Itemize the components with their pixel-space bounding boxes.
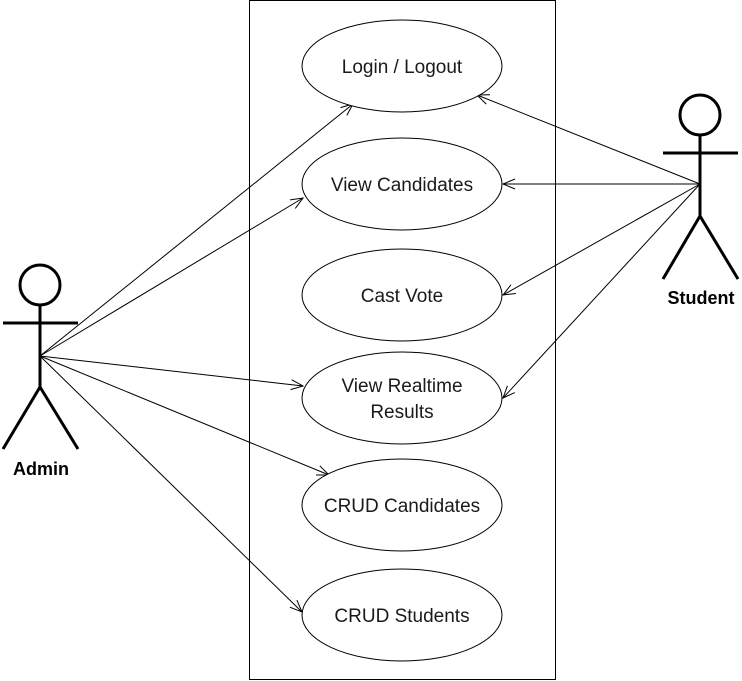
association-admin-crud-students — [39, 355, 302, 612]
use-case-ellipse — [301, 568, 503, 662]
stick-figure-icon — [1, 263, 80, 450]
use-case-ellipse — [301, 458, 503, 552]
association-admin-view-results — [39, 355, 303, 386]
use-case-view-candidates[interactable]: View Candidates — [301, 137, 503, 231]
actor-label: Student — [668, 288, 735, 308]
use-case-ellipse — [301, 248, 503, 342]
use-case-label: View Realtime — [341, 376, 462, 397]
association-student-cast-vote — [503, 183, 701, 295]
use-case-label: CRUD Students — [334, 606, 469, 627]
stick-figure-icon — [661, 93, 740, 280]
association-admin-login — [39, 104, 353, 357]
use-case-login[interactable]: Login / Logout — [301, 19, 503, 113]
use-case-ellipse — [301, 351, 503, 445]
actor-admin[interactable]: Admin — [1, 263, 80, 479]
use-case-label: View Candidates — [331, 175, 473, 196]
use-case-label: Login / Logout — [342, 57, 463, 78]
use-case-cast-vote[interactable]: Cast Vote — [301, 248, 503, 342]
association-admin-crud-candidates — [39, 355, 329, 475]
use-case-label: Results — [370, 402, 433, 423]
associations — [39, 95, 701, 612]
association-admin-view-candidates — [39, 198, 303, 357]
association-student-login — [477, 95, 701, 185]
use-case-label: CRUD Candidates — [324, 496, 480, 517]
use-case-crud-candidates[interactable]: CRUD Candidates — [301, 458, 503, 552]
use-case-ellipse — [301, 137, 503, 231]
association-student-view-results — [503, 183, 701, 398]
actor-student[interactable]: Student — [661, 93, 740, 308]
use-case-ellipse — [301, 19, 503, 113]
use-case-view-results[interactable]: View Realtime Results — [301, 351, 503, 445]
use-case-label: Cast Vote — [361, 286, 443, 307]
actor-label: Admin — [13, 459, 69, 479]
use-case-crud-students[interactable]: CRUD Students — [301, 568, 503, 662]
